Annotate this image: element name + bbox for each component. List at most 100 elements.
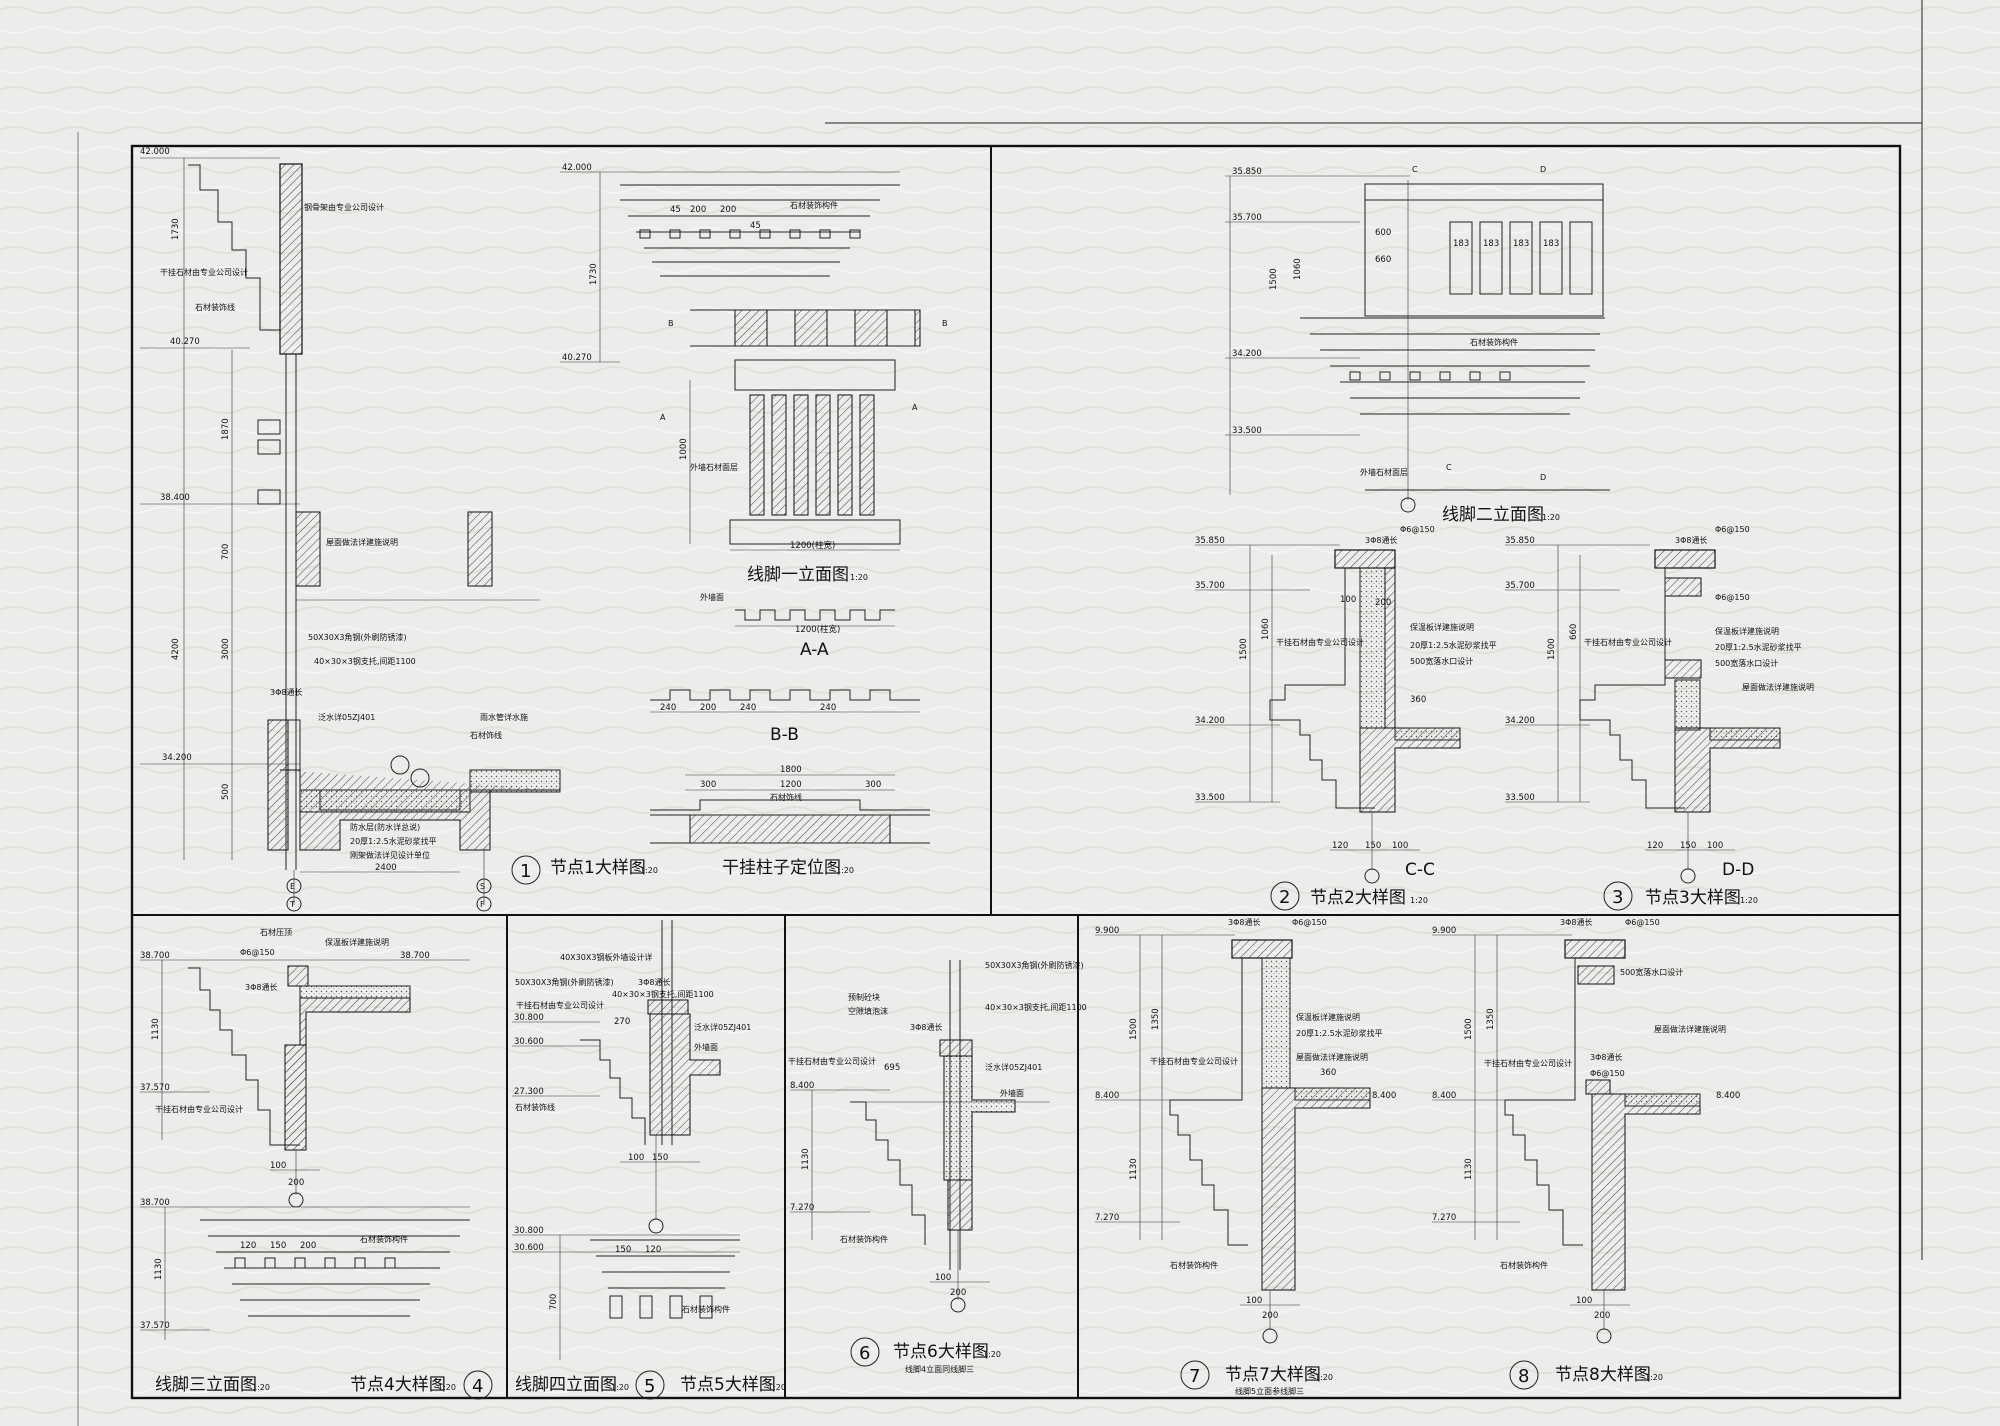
n3-dim-1500: 1500 — [1547, 638, 1557, 660]
n6-dim-695: 695 — [884, 1063, 900, 1073]
n3-elev-35850: 35.850 — [1505, 536, 1535, 546]
n6-anchor: 3Φ8通长 — [910, 1022, 942, 1032]
node2-number: 2 — [1279, 887, 1290, 908]
section-bb-title: B-B — [770, 725, 799, 745]
elev-38400: 38.400 — [160, 493, 190, 503]
note-frame: 钢骨架由专业公司设计 — [304, 202, 384, 212]
n5-angle: 50X30X3角钢(外刷防锈漆) — [515, 977, 614, 987]
note-waterproof: 防水层(防水详总说) — [350, 822, 420, 832]
elev4-dim-150a: 150 — [615, 1245, 631, 1255]
n2-scupper: 500宽落水口设计 — [1410, 656, 1473, 666]
sec-D-bottom: D — [1540, 473, 1546, 482]
n5-steel: 40×30×3钢支托,间距1100 — [612, 989, 714, 999]
n6-dim-1130: 1130 — [801, 1148, 811, 1170]
axis-F: F — [480, 900, 485, 909]
elevation3-scale: 1:20 — [252, 1383, 270, 1392]
node7-scale: 1:20 — [1315, 1373, 1333, 1382]
n5-elev-30600: 30.600 — [514, 1037, 544, 1047]
elevation4-title: 线脚四立面图 — [515, 1375, 617, 1395]
n3-rebar: Φ6@150 — [1715, 525, 1750, 534]
n6-stone: 石材装饰构件 — [840, 1234, 888, 1244]
n2-dim-200: 200 — [1375, 598, 1391, 608]
elev3-dim-200: 200 — [300, 1241, 316, 1251]
elev3-dim-150: 150 — [270, 1241, 286, 1251]
elev4-dim-700: 700 — [549, 1294, 559, 1310]
n7-elev-8400: 8.400 — [1095, 1091, 1119, 1101]
sec-C-top: C — [1412, 165, 1418, 174]
elev1-dim-45b: 45 — [750, 221, 761, 231]
n7-dim-360: 360 — [1320, 1068, 1336, 1078]
n8-anchor-b: 3Φ8通长 — [1590, 1052, 1622, 1062]
note-anchor: 3Φ8通长 — [270, 687, 302, 697]
n6-elev-7270: 7.270 — [790, 1203, 814, 1213]
elevation3-title: 线脚三立面图 — [155, 1375, 257, 1395]
bb-dim-240c: 240 — [820, 703, 836, 713]
node5-title: 节点5大样图 — [680, 1375, 776, 1395]
node8-detail: 9.900 8.400 8.400 7.270 1500 1350 1130 3… — [1432, 917, 1740, 1390]
note-pipe: 泛水详05ZJ401 — [318, 712, 375, 722]
elevation2-scale: 1:20 — [1542, 513, 1560, 522]
elev2-dim-183b: 183 — [1483, 239, 1499, 249]
node4-scale: 1:20 — [438, 1383, 456, 1392]
sec-C-bottom: C — [1446, 463, 1452, 472]
sec-A-right: A — [912, 403, 918, 412]
elev2-dim-660: 660 — [1375, 255, 1391, 265]
n7-hang: 干挂石材由专业公司设计 — [1150, 1056, 1238, 1066]
node2-title: 节点2大样图 — [1310, 888, 1406, 908]
n3-elev-35700: 35.700 — [1505, 581, 1535, 591]
n4-elev-38700b: 38.700 — [400, 951, 430, 961]
node6-title: 节点6大样图 — [893, 1342, 989, 1362]
n7-dim-1130: 1130 — [1129, 1158, 1139, 1180]
n8-hang: 干挂石材由专业公司设计 — [1484, 1058, 1572, 1068]
node8-scale: 1:20 — [1645, 1373, 1663, 1382]
n7-elev-7270: 7.270 — [1095, 1213, 1119, 1223]
elev1-42000: 42.000 — [562, 163, 592, 173]
node2-detail: 35.850 35.700 34.200 33.500 1500 1060 3Φ… — [1195, 525, 1497, 911]
n2-dim-150: 150 — [1365, 841, 1381, 851]
elev1-dim-1000: 1000 — [679, 438, 689, 460]
n3-hang: 干挂石材由专业公司设计 — [1584, 637, 1672, 647]
n2-elev-35700: 35.700 — [1195, 581, 1225, 591]
n2-insul: 保温板详建施说明 — [1410, 622, 1474, 632]
n4-hang: 干挂石材由专业公司设计 — [155, 1104, 243, 1114]
elev2-35850: 35.850 — [1232, 167, 1262, 177]
n4-dim-100: 100 — [270, 1161, 286, 1171]
node1-number: 1 — [520, 861, 531, 882]
col-dim-300b: 300 — [865, 780, 881, 790]
note-mortar: 20厚1:2.5水泥砂浆找平 — [350, 836, 437, 846]
node5-scale: 1:20 — [768, 1383, 786, 1392]
elev3-dim-1130: 1130 — [154, 1258, 164, 1280]
node7-number: 7 — [1189, 1366, 1200, 1387]
n8-anchor: 3Φ8通长 — [1560, 917, 1592, 927]
elev4-30800: 30.800 — [514, 1226, 544, 1236]
n6-outside: 外墙面 — [1000, 1088, 1024, 1098]
col-note: 石材饰线 — [770, 792, 802, 802]
elev3-note: 石材装饰构件 — [360, 1234, 408, 1244]
n3-elev-34200: 34.200 — [1505, 716, 1535, 726]
elev1-dim-45: 45 — [670, 205, 681, 215]
n6-elev-8400: 8.400 — [790, 1081, 814, 1091]
n7-stone: 石材装饰构件 — [1170, 1260, 1218, 1270]
elevation1-scale: 1:20 — [850, 573, 868, 582]
drawing-frame — [130, 144, 1902, 1400]
n3-scupper: 500宽落水口设计 — [1715, 658, 1778, 668]
n8-roof: 屋面做法详建施说明 — [1654, 1024, 1726, 1034]
node6-subtitle: 线脚4立面同线脚三 — [905, 1364, 974, 1374]
aa-note-outside: 外墙面 — [700, 592, 724, 602]
node6-scale: 1:20 — [983, 1350, 1001, 1359]
col-dim-1200: 1200 — [780, 780, 802, 790]
n5-dim-270: 270 — [614, 1017, 630, 1027]
n5-flash: 40X30X3钢板外墙设计详 — [560, 952, 652, 962]
node7-subtitle: 线脚5立面参线脚三 — [1235, 1386, 1304, 1396]
n6-pipe: 泛水详05ZJ401 — [985, 1062, 1042, 1072]
n5-dim-100: 100 — [628, 1153, 644, 1163]
n7-roof: 屋面做法详建施说明 — [1296, 1052, 1368, 1062]
axis-T: T — [289, 900, 295, 909]
node7-title: 节点7大样图 — [1225, 1365, 1321, 1385]
n4-elev-38700: 38.700 — [140, 951, 170, 961]
elev2-dim-600: 600 — [1375, 228, 1391, 238]
n4-cap: 石材压顶 — [260, 927, 292, 937]
elev2-dim-1500: 1500 — [1269, 268, 1279, 290]
n2-dim-100: 100 — [1340, 595, 1356, 605]
